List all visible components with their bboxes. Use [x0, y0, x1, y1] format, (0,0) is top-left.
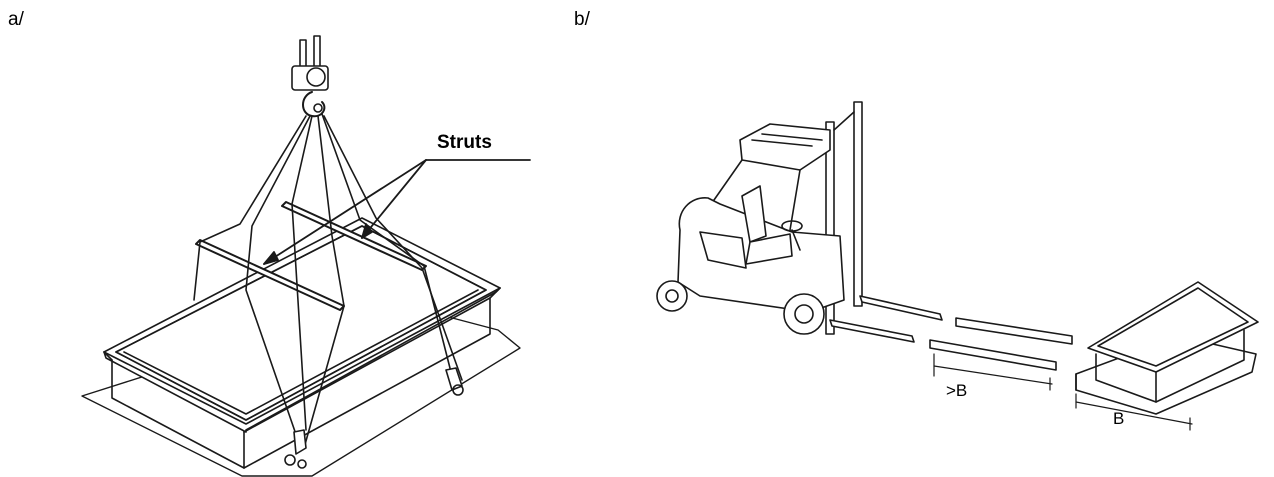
rear-wheel — [656, 280, 688, 312]
front-wheel — [783, 293, 825, 335]
crane-hook — [291, 35, 329, 118]
panel-b-label: b/ — [574, 9, 590, 30]
rooftop-unit-b — [1075, 281, 1259, 415]
fork-gap-label: >B — [946, 381, 967, 400]
fork-upper — [859, 295, 943, 321]
struts-label: Struts — [437, 132, 492, 153]
fork-extension-lower — [929, 339, 1057, 371]
fork-extension-upper — [955, 317, 1073, 345]
panel-a-crane-lift — [81, 35, 531, 477]
panel-a-label: a/ — [8, 9, 24, 30]
struts-leaders — [263, 159, 531, 265]
fork-lower — [829, 319, 915, 343]
sling-hooks — [284, 367, 464, 469]
lifting-slings — [193, 113, 463, 449]
strut-rear — [281, 201, 427, 271]
panel-b-forklift — [656, 101, 1259, 431]
dimension-unit-width — [1075, 393, 1193, 431]
unit-width-label: B — [1113, 409, 1124, 428]
fork-extensions — [929, 317, 1073, 371]
forklift — [656, 101, 943, 343]
dimension-fork-gap — [933, 353, 1053, 391]
rooftop-unit-a — [103, 217, 501, 469]
